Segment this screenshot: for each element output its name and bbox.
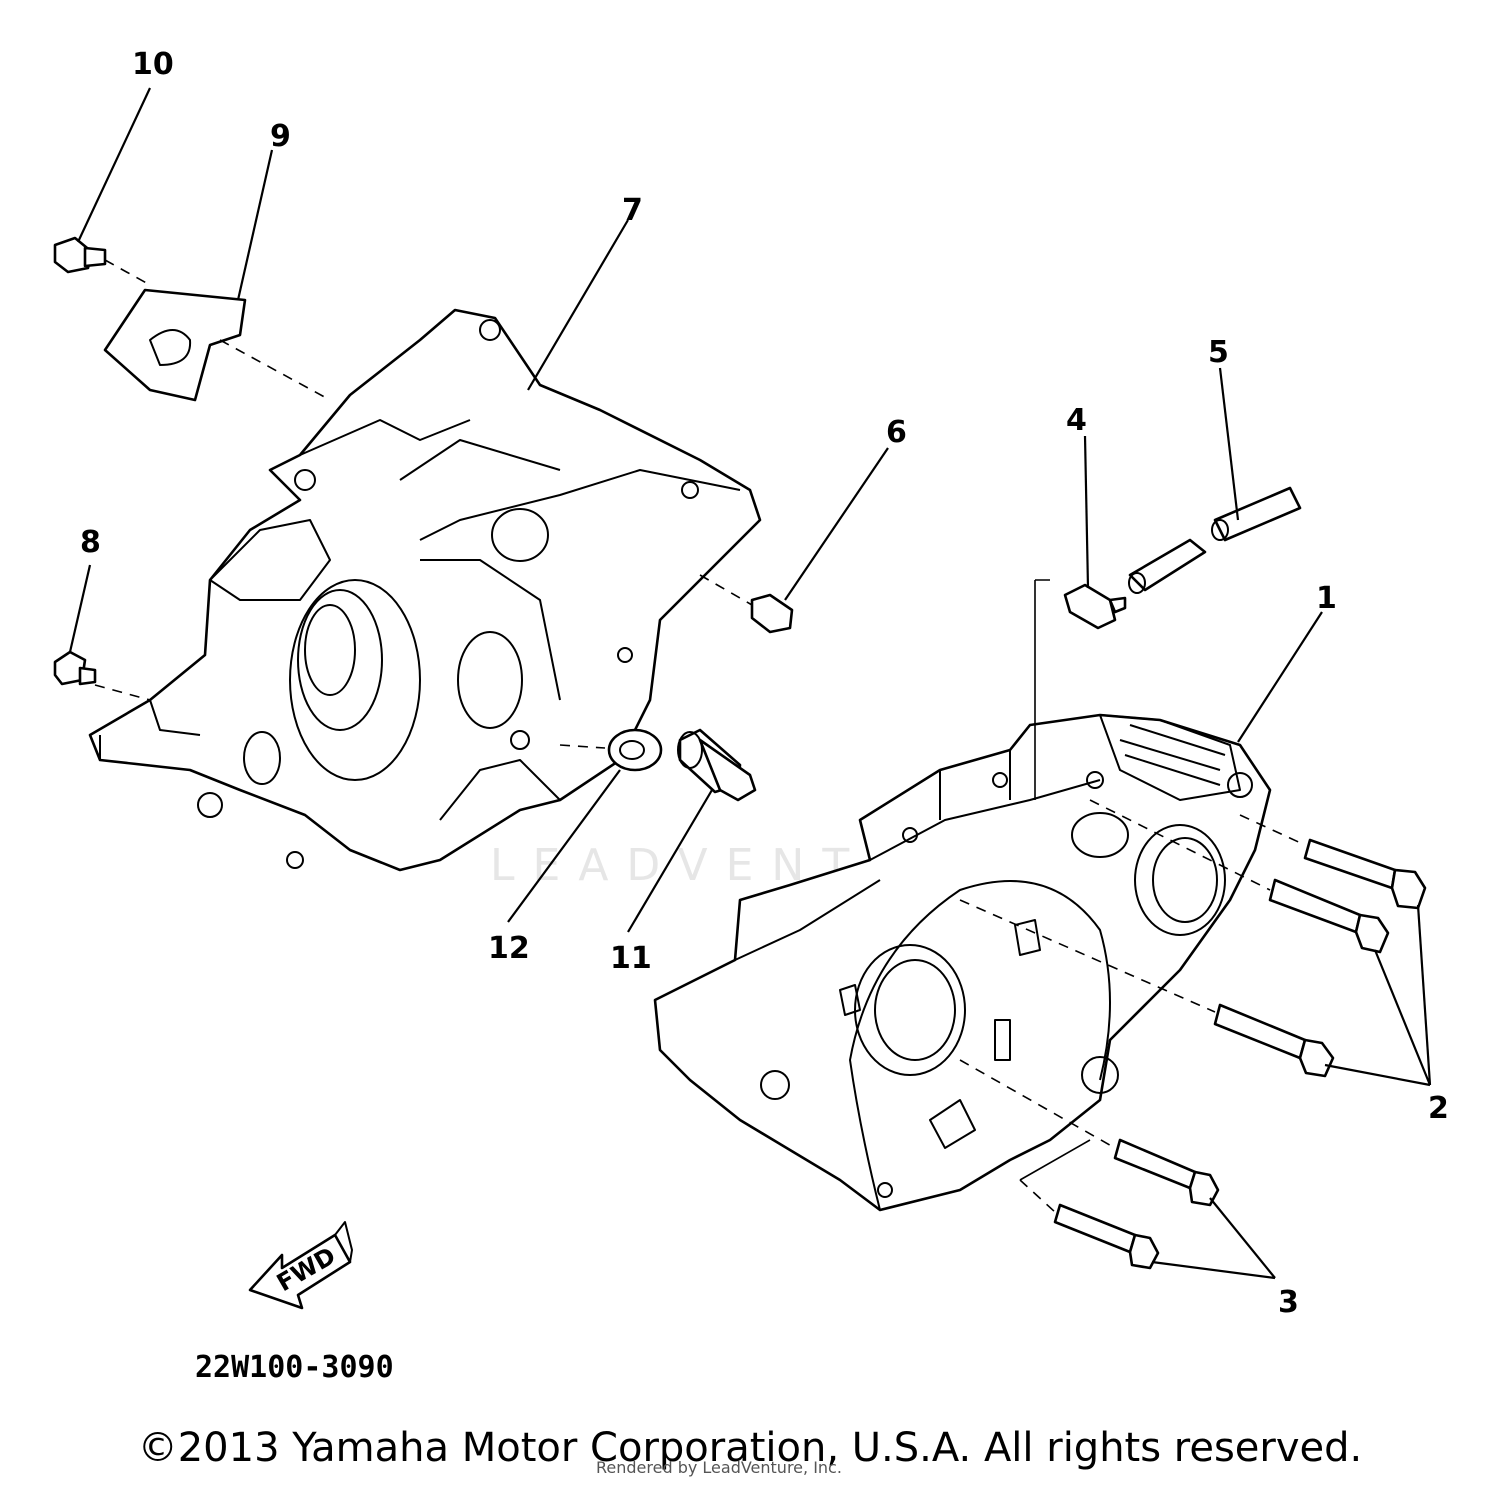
part-12-washer (559, 728, 663, 772)
callout-leaders (68, 87, 1432, 1280)
part-4-fitting (1034, 579, 1127, 800)
left-crankcase (88, 308, 762, 872)
part-3-bolts (959, 1059, 1220, 1270)
callout-4: 4 (1066, 403, 1087, 438)
part-6-dowel (699, 574, 794, 634)
copyright-notice: ©2013 Yamaha Motor Corporation, U.S.A. A… (137, 1425, 1363, 1471)
right-crankcase (653, 713, 1272, 1212)
callout-3: 3 (1278, 1285, 1299, 1320)
callout-5: 5 (1208, 335, 1229, 370)
render-credit: Rendered by LeadVenture, Inc. (596, 1458, 842, 1477)
part-8-plug (53, 650, 151, 701)
part-10-screw (53, 236, 151, 286)
callout-2: 2 (1428, 1091, 1449, 1126)
part-5-pipes (1128, 486, 1302, 594)
part-9-plate (103, 288, 331, 402)
part-11-drain-bolt (677, 728, 757, 802)
callout-8: 8 (80, 525, 101, 560)
callout-10: 10 (132, 47, 174, 82)
fwd-arrow: FWD (248, 1221, 353, 1310)
callout-12: 12 (488, 931, 530, 966)
callout-9: 9 (270, 119, 291, 154)
callout-11: 11 (610, 941, 652, 976)
part-2-bolts (959, 799, 1427, 1078)
callout-1: 1 (1316, 581, 1337, 616)
callout-6: 6 (886, 415, 907, 450)
diagram-code: 22W100-3090 (195, 1350, 394, 1385)
callout-7: 7 (622, 193, 643, 228)
